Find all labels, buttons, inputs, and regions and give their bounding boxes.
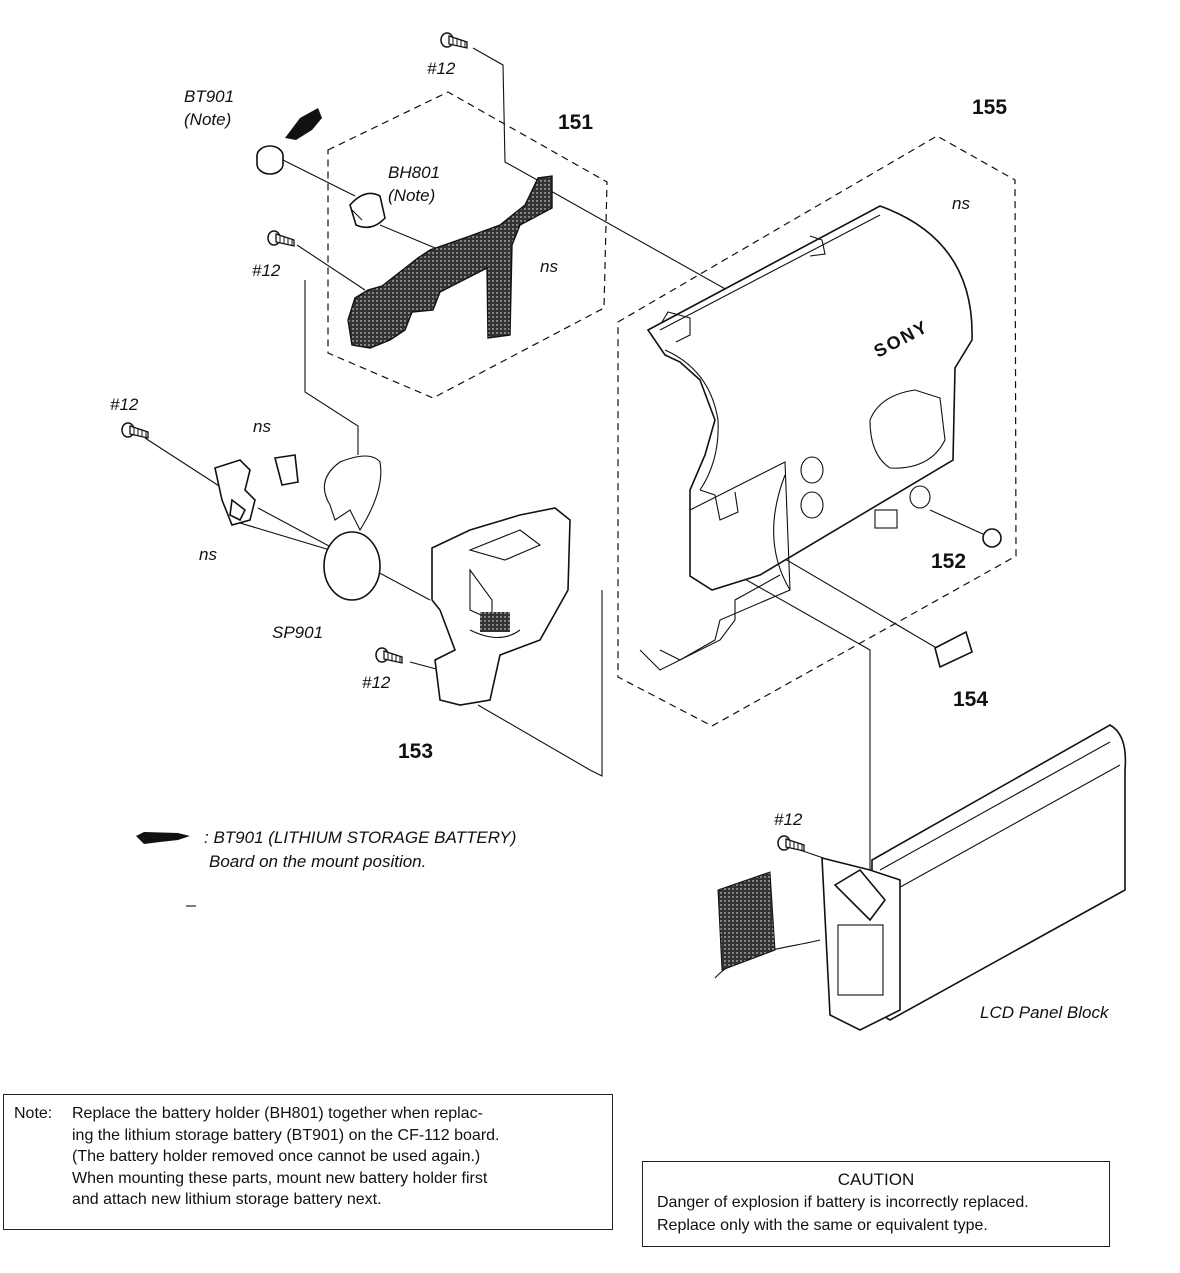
screw-icon — [267, 230, 295, 247]
caution-line-2: Replace only with the same or equivalent… — [657, 1217, 988, 1234]
label-ns: ns — [253, 417, 271, 436]
label-ns: ns — [199, 545, 217, 564]
label-screw-12: #12 — [110, 395, 139, 414]
label-bt901: BT901 — [184, 87, 234, 106]
note-line: ing the lithium storage battery (BT901) … — [72, 1126, 500, 1144]
pointing-hand-icon — [285, 108, 322, 140]
part-number-152: 152 — [931, 550, 966, 573]
screw-icon — [440, 32, 468, 49]
speaker-wire — [323, 455, 382, 532]
group-155-outline — [617, 135, 1017, 727]
part-154-label — [934, 630, 973, 669]
note-line: (The battery holder removed once cannot … — [72, 1148, 481, 1165]
part-number-153: 153 — [398, 740, 433, 763]
screw-icon — [375, 647, 403, 664]
screw-icon — [121, 422, 149, 439]
lcd-panel-block — [717, 724, 1127, 1031]
bt901-battery — [256, 145, 284, 175]
bracket-153 — [431, 507, 571, 706]
label-sp901: SP901 — [272, 623, 323, 642]
group-151-outline — [327, 91, 608, 399]
battery-legend: : BT901 (LITHIUM STORAGE BATTERY) Board … — [134, 826, 516, 874]
caution-title: CAUTION — [837, 1170, 915, 1189]
legend-line-1: : BT901 (LITHIUM STORAGE BATTERY) — [204, 828, 517, 847]
part-152-cap — [982, 528, 1002, 548]
label-bt901-note: (Note) — [184, 110, 231, 129]
label-bh801-note: (Note) — [388, 186, 435, 205]
label-ns: ns — [952, 194, 970, 213]
part-number-151: 151 — [558, 111, 593, 134]
part-number-155: 155 — [972, 96, 1007, 119]
board-151 — [347, 175, 553, 349]
note-line: Replace the battery holder (BH801) toget… — [72, 1105, 483, 1122]
label-bh801: BH801 — [388, 163, 440, 182]
caution-line-1: Danger of explosion if battery is incorr… — [657, 1194, 1029, 1211]
speaker-sp901 — [323, 531, 381, 601]
bh801-holder — [349, 192, 386, 229]
note-head: Note: — [14, 1105, 53, 1122]
label-screw-12: #12 — [774, 810, 803, 829]
note-line: and attach new lithium storage battery n… — [72, 1191, 382, 1208]
legend-line-2: Board on the mount position. — [209, 852, 427, 871]
label-screw-12: #12 — [252, 261, 281, 280]
housing-155 — [639, 205, 973, 671]
pointing-hand-icon — [136, 832, 190, 844]
caution-box: CAUTION Danger of explosion if battery i… — [642, 1161, 1110, 1247]
screw-icon — [777, 835, 805, 852]
note-line: When mounting these parts, mount new bat… — [72, 1169, 488, 1187]
speaker-bracket — [214, 454, 299, 526]
label-ns: ns — [540, 257, 558, 276]
label-screw-12: #12 — [362, 673, 391, 692]
label-screw-12: #12 — [427, 59, 456, 78]
part-number-154: 154 — [953, 688, 988, 711]
note-body: Replace the battery holder (BH801) toget… — [72, 1103, 499, 1211]
note-box: Note: Replace the battery holder (BH801)… — [3, 1094, 613, 1230]
label-lcd-panel-block: LCD Panel Block — [980, 1003, 1110, 1022]
